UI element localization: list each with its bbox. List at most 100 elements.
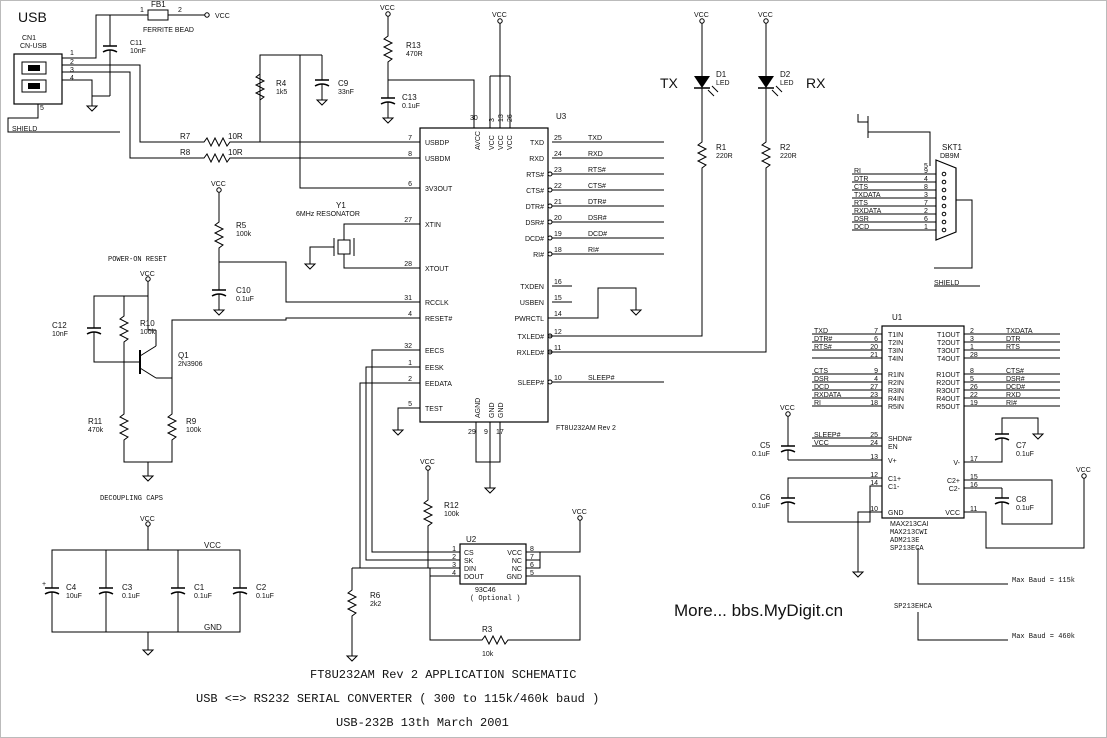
u2-pin-sk: SK: [464, 558, 474, 565]
c5-vcc: VCC: [780, 405, 795, 412]
u2-pin-nc-6: NC: [512, 566, 522, 573]
u1-pinnum-6: 6: [874, 336, 878, 343]
c5-val: 0.1uF: [752, 451, 770, 458]
r10-ref: R10: [140, 319, 155, 328]
u3-pin-rcclk: RCCLK: [425, 300, 449, 307]
d1-ref: D1: [716, 70, 727, 79]
u1-part-3: SP213ECA: [890, 545, 924, 553]
u1-pinnum-14: 14: [870, 480, 878, 487]
r2-val: 220R: [780, 153, 797, 160]
u1-pinnum-22: 22: [970, 392, 978, 399]
u3-pinnum-20: 20: [554, 215, 562, 222]
db9-pinnum-1: 1: [924, 224, 928, 231]
u3-pin-test: TEST: [425, 406, 444, 413]
u1-pinnum-12: 12: [870, 472, 878, 479]
c10-ref: C10: [236, 286, 251, 295]
u1-max213: U1 T1IN7TXDT2IN6DTR#T3IN20RTS#T4IN21R1IN…: [812, 313, 1060, 553]
r7-val: 10R: [228, 132, 243, 141]
u3-pin-cts-n: CTS#: [526, 188, 544, 195]
u3-pin-eecs: EECS: [425, 348, 444, 355]
u3-pin-dcd-n: DCD#: [525, 236, 544, 243]
d1-part: LED: [716, 80, 730, 87]
u1-pin-gnd: GND: [888, 510, 904, 517]
usb-shield-label: SHIELD: [12, 126, 37, 133]
u3-pinnum-14: 14: [554, 311, 562, 318]
u1-net-en: VCC: [814, 440, 829, 447]
u2-pin-din: DIN: [464, 566, 476, 573]
u3-pinnum-31: 31: [404, 295, 412, 302]
net-label-cts-n: CTS#: [588, 183, 606, 190]
u3-pinnum-19: 19: [554, 231, 562, 238]
u1-pinnum-26: 26: [970, 384, 978, 391]
u3-pin-txled-n: TXLED#: [518, 334, 545, 341]
u3-top-pin-vcc26: VCC: [507, 135, 514, 150]
c3-ref: C3: [122, 583, 133, 592]
c12-ref: C12: [52, 321, 67, 330]
db9-pinnum-9: 9: [924, 168, 928, 175]
db9-pinnum-7: 7: [924, 200, 928, 207]
u2-93c46: U2 93C46 ( Optional ) CS1SK2DIN3DOUT4VCC…: [452, 535, 534, 603]
usb-title: USB: [18, 9, 47, 25]
u1-pin-r3out: R3OUT: [936, 388, 960, 395]
u1-pinnum-21: 21: [870, 352, 878, 359]
db9-pinnum-4: 4: [924, 176, 928, 183]
u1-net-rts-n: RTS#: [814, 344, 832, 351]
r11-ref: R11: [88, 417, 103, 426]
net-label-dcd-n: DCD#: [588, 231, 607, 238]
u1-net-rts: RTS: [1006, 344, 1020, 351]
title-line-2: USB <=> RS232 SERIAL CONVERTER ( 300 to …: [196, 692, 599, 706]
u2-vcc: VCC: [572, 509, 587, 516]
u2-pin-nc-7: NC: [512, 558, 522, 565]
u1-pinnum-27: 27: [870, 384, 878, 391]
u1-pinnum-3: 3: [970, 336, 974, 343]
c2-val: 0.1uF: [256, 593, 274, 600]
u1-net-cts: CTS: [814, 368, 828, 375]
u1-pinnum-7: 7: [874, 328, 878, 335]
u2-pin-vcc-8: VCC: [507, 550, 522, 557]
u3-pin-rxd: RXD: [529, 156, 544, 163]
c6-val: 0.1uF: [752, 503, 770, 510]
por-title: POWER-ON RESET: [108, 256, 167, 264]
u3-pinnum-22: 22: [554, 183, 562, 190]
u1-pin-c2p: C2+: [947, 478, 960, 485]
baud-note-2: Max Baud = 460k: [1012, 633, 1075, 641]
u2-pinnum-1: 1: [452, 546, 456, 553]
baud-part-2: SP213EHCA: [894, 603, 933, 611]
ferrite-bead-fb1: FB1 1 2 FERRITE BEAD VCC: [140, 0, 230, 34]
r12-vcc: VCC: [420, 459, 435, 466]
d2-part: LED: [780, 80, 794, 87]
u3-pinnum-6: 6: [408, 181, 412, 188]
fb1-pin1: 1: [140, 7, 144, 14]
u1-part-2: ADM213E: [890, 537, 919, 545]
r6-val: 2k2: [370, 601, 381, 608]
u3-pin-3v3out: 3V3OUT: [425, 186, 453, 193]
u3-pin-ri-n: RI#: [533, 252, 544, 259]
r13-ref: R13: [406, 41, 421, 50]
u3-top-pin-vcc3: VCC: [489, 135, 496, 150]
u3-pinnum-27: 27: [404, 217, 412, 224]
u1-pin-vminus: V-: [953, 460, 960, 467]
u3-pin-eedata: EEDATA: [425, 381, 452, 388]
u3-pinnum-11: 11: [554, 345, 561, 352]
decoupling-title: DECOUPLING CAPS: [100, 495, 163, 503]
db9-net-ri: RI: [854, 168, 861, 175]
u1-pinnum-17: 17: [970, 456, 978, 463]
u1-pin-t1in: T1IN: [888, 332, 903, 339]
r10-val: 100k: [140, 329, 156, 336]
cn1-part: CN-USB: [20, 43, 47, 50]
c13-ref: C13: [402, 93, 417, 102]
fb1-vcc: VCC: [215, 13, 230, 20]
u3-pinnum-28: 28: [404, 261, 412, 268]
u3-pinnum-23: 23: [554, 167, 562, 174]
u1-pinnum-19: 19: [970, 400, 978, 407]
net-label-dtr-n: DTR#: [588, 199, 606, 206]
u1-net-txd: TXD: [814, 328, 828, 335]
u3-part: FT8U232AM Rev 2: [556, 425, 616, 432]
u1-pinnum-18: 18: [870, 400, 878, 407]
decoupling-gnd-net: GND: [204, 623, 222, 632]
c8-ref: C8: [1016, 495, 1027, 504]
u3-bot-pin-gnd17: GND: [498, 402, 505, 418]
c1-val: 0.1uF: [194, 593, 212, 600]
u1-pinnum-24: 24: [870, 440, 878, 447]
d2-ref: D2: [780, 70, 791, 79]
